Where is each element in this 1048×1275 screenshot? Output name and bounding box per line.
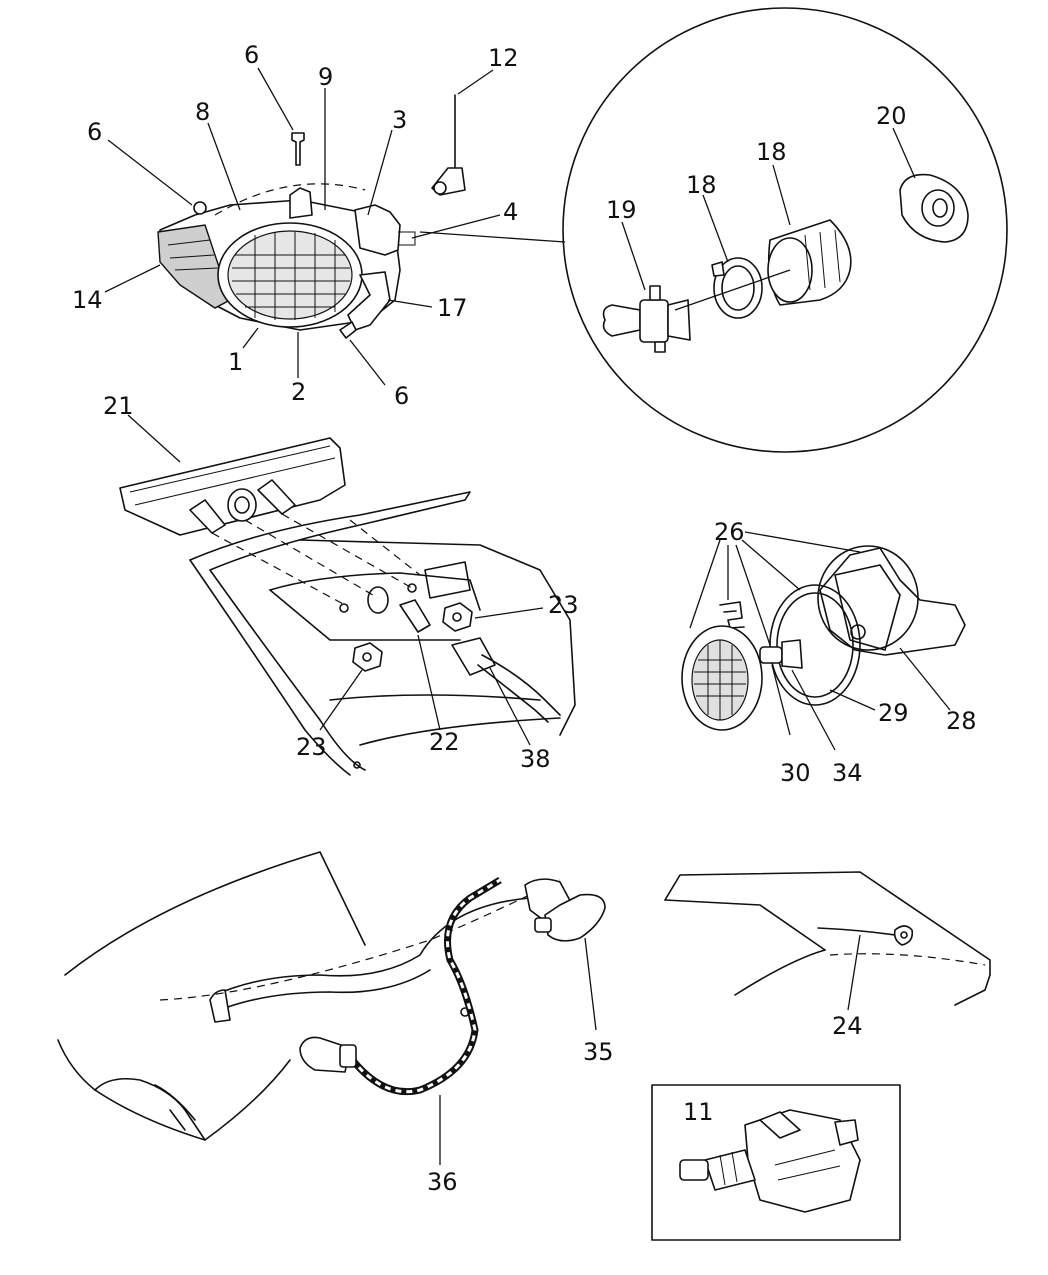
side-marker-assembly [681, 545, 966, 731]
retaining-ring [711, 257, 763, 319]
callout-17: 17 [437, 294, 468, 322]
callout-11: 11 [683, 1098, 714, 1126]
socket [767, 219, 852, 306]
callout-2: 2 [291, 378, 306, 406]
callout-35: 35 [583, 1038, 614, 1066]
callout-21: 21 [103, 392, 134, 420]
callout-14: 14 [72, 286, 103, 314]
callout-4: 4 [503, 198, 518, 226]
callout-8: 8 [195, 98, 210, 126]
callout-6: 6 [394, 382, 409, 410]
callout-18: 18 [756, 138, 787, 166]
callout-23: 23 [296, 733, 327, 761]
callout-6: 6 [244, 41, 259, 69]
callout-18: 18 [686, 171, 717, 199]
callout-34: 34 [832, 759, 863, 787]
callout-1: 1 [228, 348, 243, 376]
mirror-area [664, 871, 991, 1006]
callout-22: 22 [429, 728, 460, 756]
inset-box-motor [651, 1084, 901, 1241]
callout-38: 38 [520, 745, 551, 773]
fog-lamp-assembly [157, 132, 416, 339]
callout-3: 3 [392, 106, 407, 134]
callout-20: 20 [876, 102, 907, 130]
callout-28: 28 [946, 707, 977, 735]
bulb [602, 285, 691, 353]
callout-36: 36 [427, 1168, 458, 1196]
leader-lines [104, 67, 951, 1165]
dust-cap [899, 173, 969, 243]
fender-wiring-area [57, 851, 606, 1141]
side-marker-lens [681, 625, 763, 731]
callout-23: 23 [548, 591, 579, 619]
callout-29: 29 [878, 699, 909, 727]
callout-6: 6 [87, 118, 102, 146]
callout-26: 26 [714, 518, 745, 546]
callout-labels: 6 12 9 8 3 6 4 14 17 1 2 6 20 18 18 19 2… [72, 41, 977, 1196]
bumper-reflector-area [119, 437, 576, 776]
callout-19: 19 [606, 196, 637, 224]
callout-30: 30 [780, 759, 811, 787]
callout-9: 9 [318, 63, 333, 91]
callout-12: 12 [488, 44, 519, 72]
bulb-detail-circle [562, 7, 1008, 453]
callout-24: 24 [832, 1012, 863, 1040]
bulb-wire-connector [431, 94, 466, 196]
